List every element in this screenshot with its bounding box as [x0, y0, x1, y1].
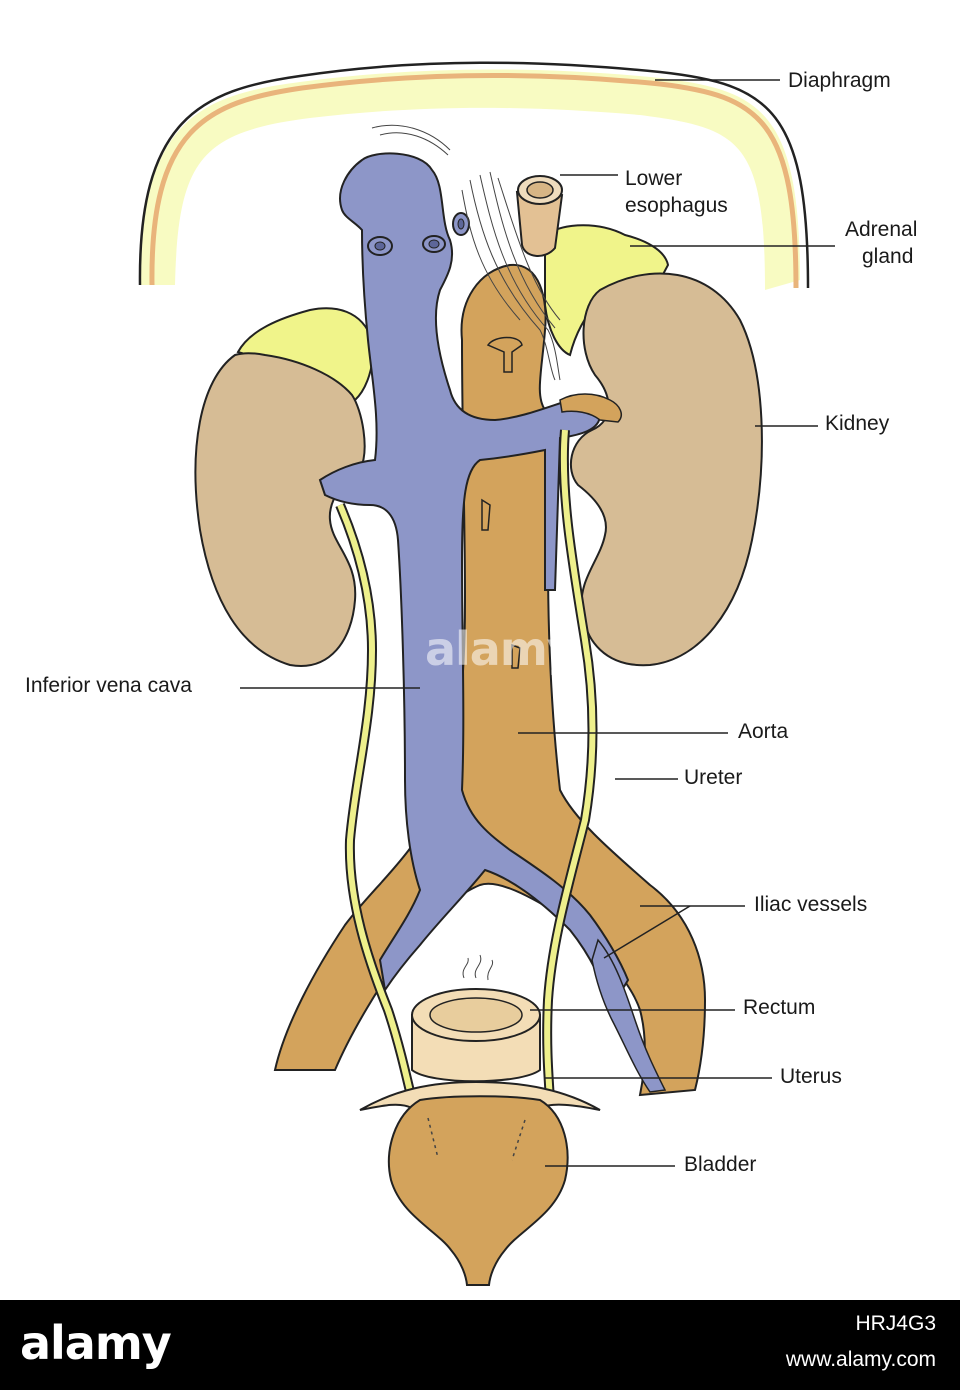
right-kidney: [569, 272, 763, 667]
label-bladder: Bladder: [684, 1153, 757, 1176]
diaphragm-crus-fibres: [371, 124, 561, 381]
aorta-branch: [486, 336, 523, 373]
rectum: [411, 954, 541, 1083]
right-ureter: [544, 429, 596, 1101]
hepatic-vein-opening: [374, 241, 386, 251]
label-uterus: Uterus: [780, 1065, 842, 1088]
label-kidney: Kidney: [825, 412, 890, 435]
label-adrenal-gland-line1: Adrenal: [845, 218, 918, 241]
left-ureter: [337, 503, 415, 1101]
footer-image-code: HRJ4G3: [855, 1312, 936, 1335]
lower-esophagus: [515, 175, 564, 257]
aorta-branch: [481, 498, 491, 531]
footer-bar: alamy HRJ4G3 www.alamy.com: [0, 1300, 960, 1390]
right-iliac-vein: [591, 938, 667, 1093]
bladder: [387, 1095, 569, 1286]
hepatic-vein-opening: [457, 218, 465, 230]
anatomy-diagram: [138, 61, 835, 1286]
footer-brand-logo: alamy: [20, 1316, 172, 1370]
footer-site-url: www.alamy.com: [785, 1348, 936, 1371]
label-lower-esophagus-line2: esophagus: [625, 194, 728, 217]
label-aorta: Aorta: [738, 720, 789, 743]
bladder-ureter-entry: [427, 1117, 526, 1161]
left-kidney: [194, 352, 366, 667]
watermark: alamy: [425, 622, 577, 676]
label-ureter: Ureter: [684, 766, 743, 789]
label-inferior-vena-cava: Inferior vena cava: [25, 674, 192, 697]
label-rectum: Rectum: [743, 996, 816, 1019]
leader-lines: [240, 79, 835, 1167]
right-renal-vessels: [559, 393, 622, 423]
label-iliac-vessels: Iliac vessels: [754, 893, 868, 916]
diaphragm: [138, 61, 810, 290]
label-adrenal-gland-line2: gland: [862, 245, 914, 268]
label-lower-esophagus-line1: Lower: [625, 167, 683, 190]
hepatic-vein-opening: [428, 239, 440, 249]
aorta-branch: [511, 643, 521, 669]
label-diaphragm: Diaphragm: [788, 69, 891, 92]
